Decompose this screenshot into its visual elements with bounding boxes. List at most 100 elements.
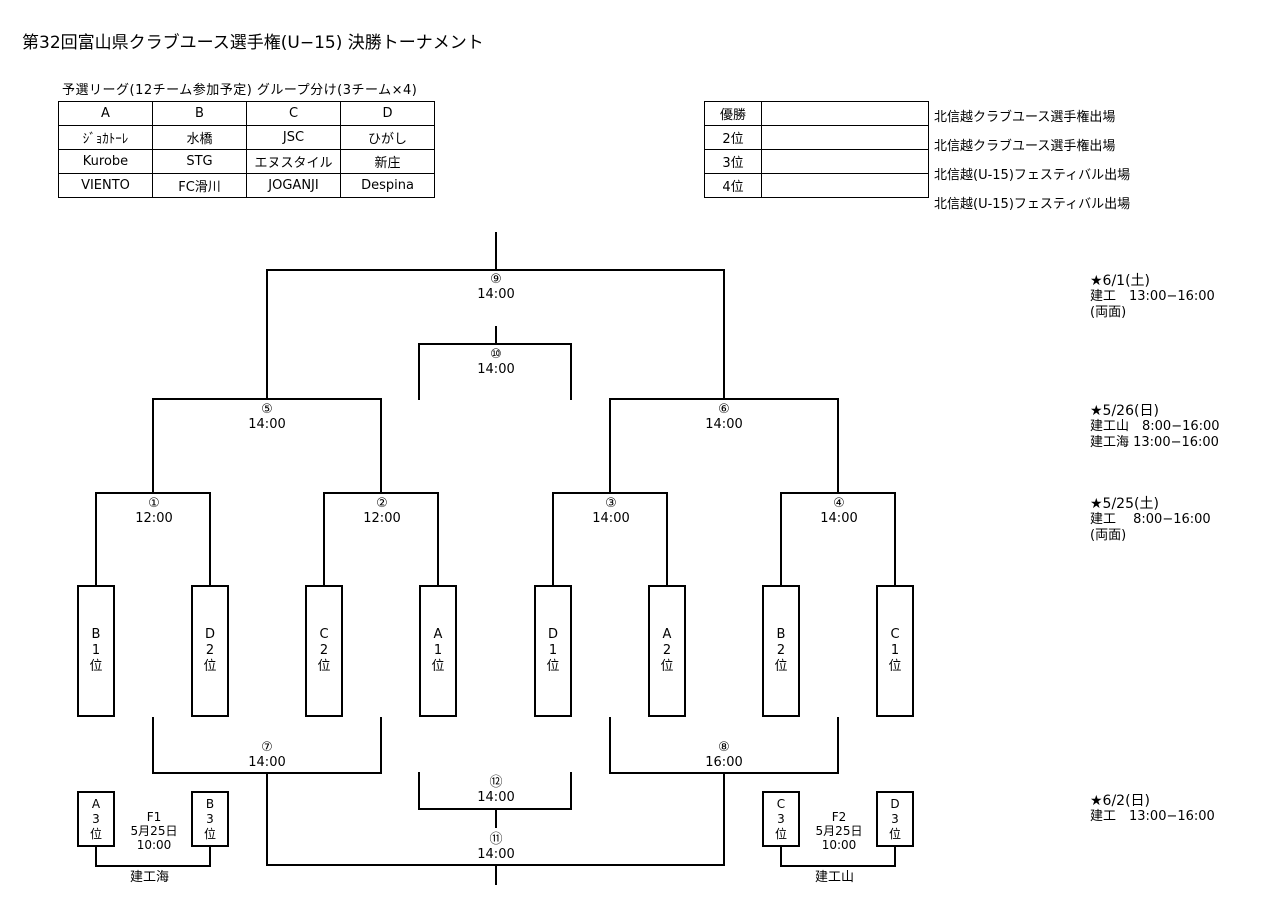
- team-group: A: [91, 796, 101, 811]
- match-time: 14:00: [477, 362, 515, 377]
- match-number: ④: [833, 496, 845, 511]
- team-group: D: [547, 627, 558, 642]
- rank-note: 北信越クラブユース選手権出場: [934, 110, 1116, 125]
- team-box: A 2 位: [648, 585, 686, 717]
- bracket-line: [209, 492, 211, 585]
- team-suffix: 位: [317, 659, 331, 674]
- team-group: A: [433, 627, 443, 642]
- table-cell: エヌスタイル: [246, 149, 341, 174]
- team-box: D 2 位: [191, 585, 229, 717]
- match-label-4: ④ 14:00: [799, 496, 879, 526]
- bracket-line: [266, 269, 725, 271]
- bracket-line: [95, 492, 211, 494]
- page-title: 第32回富山県クラブユース選手権(U−15) 決勝トーナメント: [22, 33, 484, 53]
- team-rank: 3: [92, 811, 100, 826]
- match-label-6: ⑥ 14:00: [684, 402, 764, 432]
- schedule-date: ★6/2(日): [1090, 793, 1151, 809]
- match-label-12: ⑫ 14:00: [456, 775, 536, 805]
- team-rank: 1: [548, 643, 558, 658]
- table-cell: VIENTO: [58, 173, 153, 198]
- bracket-line: [209, 847, 211, 866]
- schedule-date: ★5/26(日): [1090, 403, 1159, 419]
- match-label-2: ② 12:00: [342, 496, 422, 526]
- table-cell: ｼﾞｮｶﾄｰﾚ: [58, 125, 153, 150]
- match-label-11: ⑪ 14:00: [456, 832, 536, 862]
- rank-cell: 3位: [704, 149, 762, 174]
- rank-cell: 4位: [704, 173, 762, 198]
- team-box: B 1 位: [77, 585, 115, 717]
- match-time: 16:00: [705, 755, 743, 770]
- table-cell: 新庄: [340, 149, 435, 174]
- match-number: ⑫: [489, 775, 503, 790]
- match-number: ⑦: [261, 740, 273, 755]
- f2-venue: 建工山: [815, 870, 855, 885]
- team-box: B 2 位: [762, 585, 800, 717]
- schedule-block: ★5/25(土) 建工 8:00−16:00 (両面): [1090, 496, 1211, 544]
- schedule-line: (両面): [1090, 528, 1127, 543]
- schedule-block: ★5/26(日) 建工山 8:00−16:00 建工海 13:00−16:00: [1090, 403, 1220, 451]
- schedule-line: 建工 13:00−16:00: [1090, 809, 1215, 824]
- schedule-date: ★6/1(土): [1090, 273, 1151, 289]
- team-suffix: 位: [774, 659, 788, 674]
- rank-blank-cell: [761, 149, 929, 174]
- bracket-line: [495, 864, 497, 885]
- match-number: ⑧: [718, 740, 730, 755]
- bracket-line: [418, 772, 420, 809]
- table-cell: ひがし: [340, 125, 435, 150]
- final-date: 5月25日: [815, 824, 863, 838]
- table-header: C: [246, 101, 341, 126]
- bracket-line: [323, 492, 439, 494]
- team-suffix: 位: [89, 826, 102, 841]
- bracket-line: [666, 492, 668, 585]
- bracket-line: [894, 492, 896, 585]
- table-cell: Kurobe: [58, 149, 153, 174]
- table-row: 優勝: [704, 101, 929, 126]
- schedule-line: 建工海 13:00−16:00: [1090, 435, 1219, 450]
- bracket-line: [152, 717, 154, 773]
- team-group: B: [776, 627, 786, 642]
- match-time: 14:00: [705, 417, 743, 432]
- bracket-line: [837, 717, 839, 773]
- rank-note: 北信越(U-15)フェスティバル出場: [934, 197, 1131, 212]
- bracket-line: [95, 865, 211, 867]
- table-row: Kurobe STG エヌスタイル 新庄: [58, 149, 435, 174]
- table-row: 3位: [704, 149, 929, 174]
- team-rank: 1: [91, 643, 101, 658]
- team-group: A: [662, 627, 672, 642]
- bracket-line: [780, 492, 896, 494]
- team-suffix: 位: [203, 659, 217, 674]
- schedule-block: ★6/2(日) 建工 13:00−16:00: [1090, 793, 1215, 825]
- bracket-line: [552, 492, 668, 494]
- team-rank: 3: [891, 811, 899, 826]
- table-cell: JOGANJI: [246, 173, 341, 198]
- bracket-line: [95, 847, 97, 866]
- rank-blank-cell: [761, 101, 929, 126]
- team-suffix: 位: [888, 826, 901, 841]
- match-time: 12:00: [135, 511, 173, 526]
- match-number: ⑩: [490, 347, 502, 362]
- table-cell: STG: [152, 149, 247, 174]
- team-group: C: [319, 627, 329, 642]
- match-label-9: ⑨ 14:00: [456, 272, 536, 302]
- final-name: F2: [831, 810, 847, 824]
- rank-blank-cell: [761, 125, 929, 150]
- group-subtitle: 予選リーグ(12チーム参加予定) グループ分け(3チーム×4): [62, 83, 418, 98]
- table-cell: 水橋: [152, 125, 247, 150]
- team-box: C 2 位: [305, 585, 343, 717]
- match-time: 14:00: [477, 847, 515, 862]
- f1-label: F1 5月25日 10:00: [114, 810, 194, 852]
- bracket-line: [609, 717, 611, 773]
- team-rank: 1: [890, 643, 900, 658]
- team-suffix: 位: [774, 826, 787, 841]
- team-group: B: [205, 796, 215, 811]
- bracket-line: [418, 343, 572, 345]
- f2-label: F2 5月25日 10:00: [799, 810, 879, 852]
- schedule-date: ★5/25(土): [1090, 496, 1159, 512]
- bracket-line: [380, 398, 382, 493]
- team-suffix: 位: [89, 659, 103, 674]
- match-label-5: ⑤ 14:00: [227, 402, 307, 432]
- schedule-line: (両面): [1090, 305, 1127, 320]
- rank-blank-cell: [761, 173, 929, 198]
- f1-left-team-box: A 3 位: [77, 791, 115, 847]
- bracket-line: [152, 398, 154, 493]
